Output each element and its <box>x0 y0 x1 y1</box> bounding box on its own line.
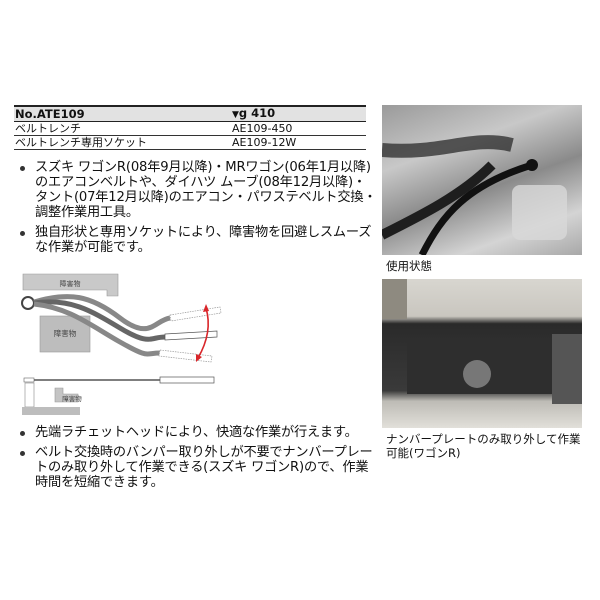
usage-photo <box>382 105 582 255</box>
part-number: AE109-450 <box>232 121 366 136</box>
spec-table-header: No.ATE109 ▼g 410 <box>14 105 366 122</box>
photo-caption: ナンバープレートのみ取り外して作業可能(ワゴンR) <box>386 432 581 460</box>
table-row: ベルトレンチ専用ソケット AE109-12W <box>14 135 366 150</box>
part-number: AE109-12W <box>232 135 366 150</box>
photo-caption: 使用状態 <box>386 259 432 273</box>
obstacle-label: 障害物 <box>62 394 82 403</box>
feature-item: 先端ラチェットヘッドにより、快適な作業が行えます。 <box>18 425 378 440</box>
bullet-icon <box>20 231 25 236</box>
engine-bay-illustration <box>382 135 567 255</box>
weight-unit: g <box>238 106 248 120</box>
table-row: ベルトレンチ AE109-450 <box>14 121 366 136</box>
obstacle-avoidance-diagram: 障害物 障害物 障害物 <box>21 273 222 415</box>
feature-list-top: スズキ ワゴンR(08年9月以降)・MRワゴン(06年1月以降)のエアコンベルト… <box>18 160 378 260</box>
weight-value: 410 <box>251 106 276 120</box>
part-name: ベルトレンチ <box>14 121 232 136</box>
bumper-illustration <box>382 279 582 404</box>
feature-list-bottom: 先端ラチェットヘッドにより、快適な作業が行えます。 ベルト交換時のバンパー取り外… <box>18 425 378 495</box>
weight-cell: ▼g 410 <box>232 105 366 122</box>
bullet-icon <box>20 166 25 171</box>
bullet-icon <box>20 451 25 456</box>
obstacle-label: 障害物 <box>54 328 77 338</box>
obstacle-label: 障害物 <box>60 279 81 288</box>
bumper-photo <box>382 279 582 428</box>
bullet-icon <box>20 431 25 436</box>
spec-table: No.ATE109 ▼g 410 ベルトレンチ AE109-450 ベルトレンチ… <box>14 105 366 150</box>
feature-item: 独自形状と専用ソケットにより、障害物を回避しスムーズな作業が可能です。 <box>18 225 378 255</box>
part-name: ベルトレンチ専用ソケット <box>14 135 232 150</box>
feature-item: スズキ ワゴンR(08年9月以降)・MRワゴン(06年1月以降)のエアコンベルト… <box>18 160 378 220</box>
model-number: No.ATE109 <box>14 105 232 122</box>
down-triangle-icon: ▼ <box>232 110 239 120</box>
feature-item: ベルト交換時のバンパー取り外しが不要でナンバープレートのみ取り外して作業できる(… <box>18 445 378 490</box>
